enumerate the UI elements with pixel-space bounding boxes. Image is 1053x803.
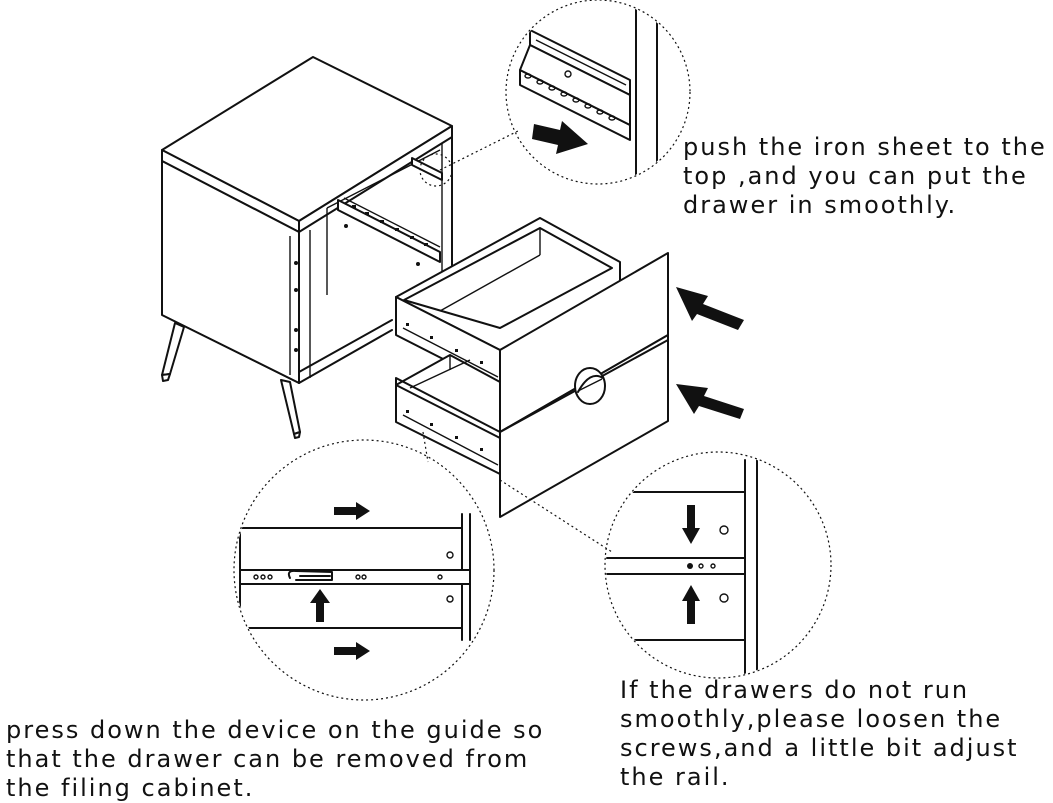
cabinet xyxy=(161,56,453,439)
detail-callout xyxy=(505,0,691,185)
caption-remove-drawer: press down the device on the guide so th… xyxy=(6,716,545,802)
drawers xyxy=(395,129,669,553)
arrow-icon xyxy=(532,121,744,419)
caption-push-iron-sheet: push the iron sheet to the top ,and you … xyxy=(683,133,1047,219)
caption-adjust-rail: If the drawers do not run smoothly,pleas… xyxy=(620,676,1019,791)
detail-callout xyxy=(604,451,832,679)
detail-callout xyxy=(233,439,495,701)
